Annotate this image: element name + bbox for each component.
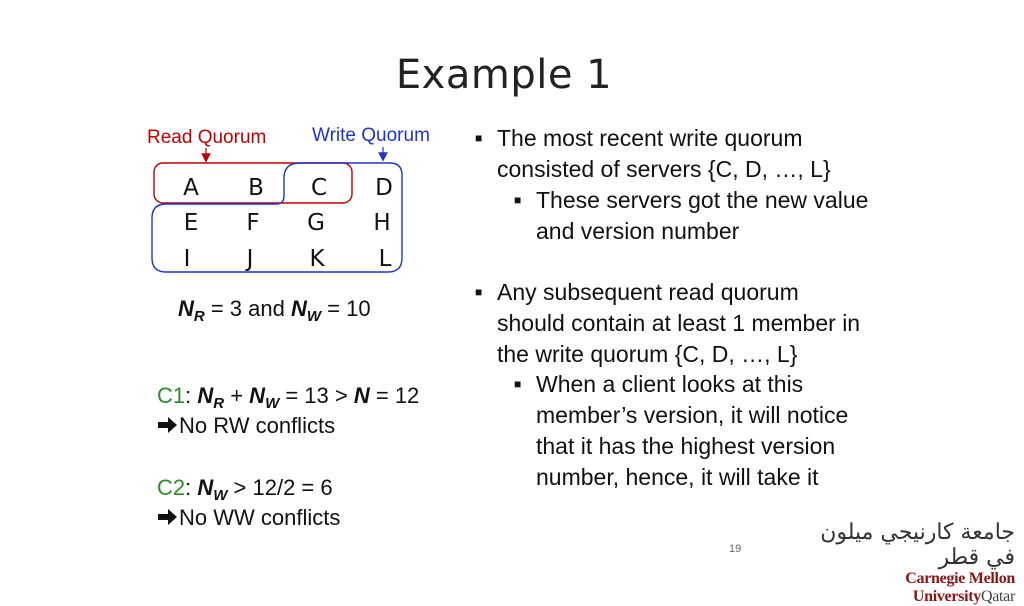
server-l: L [378,246,392,272]
write-quorum-label: Write Quorum [312,125,430,146]
read-quorum-label: Read Quorum [147,127,267,148]
bullet-1-sub-line: These servers got the new value [536,187,869,213]
logo-arabic-text: جامعة كارنيجي ميلون في قطر [820,520,1016,570]
right-arrow-icon [158,417,177,433]
bullet-2-sub-line: number, hence, it will take it [536,464,819,490]
bullet-square-icon: ■ [475,131,483,145]
server-i: I [183,246,191,272]
cmu-qatar-logo: جامعة كارنيجي ميلون في قطر Carnegie Mell… [815,520,1016,606]
bullet-2-sub-line: that it has the highest version [536,433,836,459]
read-quorum-box [153,162,353,204]
page-number: 19 [729,543,742,555]
c2-result: No WW conflicts [157,505,340,531]
bullet-1-line: The most recent write quorum [497,125,803,151]
server-e: E [183,210,199,236]
server-c: C [310,175,328,201]
bullet-2-line: should contain at least 1 member in [497,310,861,336]
right-arrow-icon [158,509,177,525]
server-d: D [375,175,393,201]
c1-result: No RW conflicts [157,413,335,439]
bullet-square-icon: ■ [514,377,522,391]
bullet-1-line: consisted of servers {C, D, …, L} [497,156,831,182]
bullet-2-line: the write quorum {C, D, …, L} [497,341,798,367]
quorum-sizes: NR = 3 and NW = 10 [178,296,371,325]
bullet-2-line: Any subsequent read quorum [497,279,799,305]
server-h: H [373,210,391,236]
server-j: J [246,246,254,272]
logo-english-tail: Qatar [980,588,1015,605]
bullet-square-icon: ■ [475,285,483,299]
bullet-2-sub: ■ When a client looks at this member’s v… [514,369,936,493]
bullet-2-sub-line: When a client looks at this [536,371,804,397]
write-quorum-box [151,162,403,273]
bullet-square-icon: ■ [514,193,522,207]
bullet-1: ■ The most recent write quorum consisted… [475,123,937,185]
bullet-1-sub-line: and version number [536,218,740,244]
quorum-diagram [151,147,403,273]
server-b: B [248,175,264,201]
bullet-2: ■ Any subsequent read quorum should cont… [475,277,937,370]
condition-c2: C2: NW > 12/2 = 6 [157,475,333,504]
bullet-1-sub: ■ These servers got the new value and ve… [514,185,936,247]
slide-title: Example 1 [395,52,613,98]
server-k: K [309,246,325,272]
server-a: A [183,175,199,201]
logo-english-text: Carnegie Mellon UniversityQatar [815,570,1015,606]
server-g: G [307,210,325,236]
condition-c1: C1: NR + NW = 13 > N = 12 [157,383,420,412]
server-f: F [246,210,260,236]
bullet-2-sub-line: member’s version, it will notice [536,402,849,428]
